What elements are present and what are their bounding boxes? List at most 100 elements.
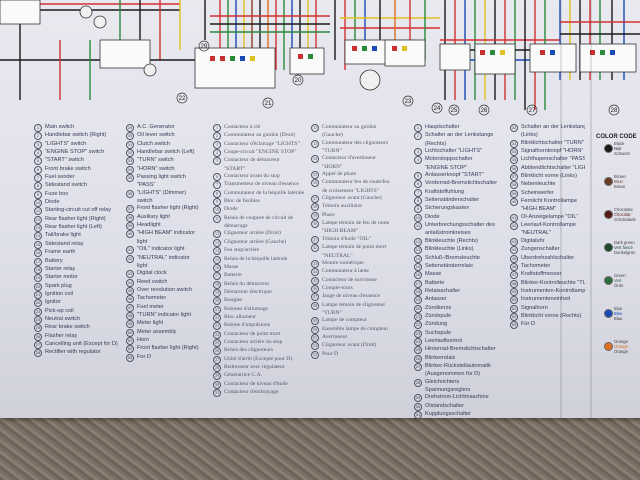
legend-item-label: Fuel meter — [137, 303, 164, 310]
legend-item-number: 45 — [126, 286, 134, 295]
legend-item-number: 48 — [510, 279, 518, 288]
legend-item-label: Seitenständerschalter — [425, 197, 480, 204]
legend-item-number: 11 — [414, 222, 422, 231]
legend-item-number: 50 — [126, 328, 134, 337]
legend-item-number: 39 — [510, 189, 518, 198]
legend-item-number: 43 — [311, 259, 319, 268]
legend-item-label: Témoin d'huile "OIL" — [322, 235, 372, 242]
color-name-line: Vert foncé — [614, 245, 633, 250]
legend-item-label: Bloc de fusibles — [224, 198, 261, 205]
legend-item-number: 24 — [213, 330, 221, 339]
component-number-circle — [402, 95, 414, 107]
component-number: 21 — [265, 101, 272, 107]
legend-item-number: 2 — [414, 132, 422, 141]
legend-item-number: 15 — [213, 255, 221, 264]
legend-item-number: 42 — [126, 254, 134, 263]
legend-item-label: Contacteur de survitesse — [322, 276, 377, 283]
color-name-line: Blue — [614, 306, 623, 311]
color-name-line: Noir — [614, 146, 622, 151]
legend-item-number: 36 — [510, 164, 518, 173]
legend-item: 34"HORN" switch — [126, 165, 226, 174]
legend-item-number: 31 — [414, 411, 422, 418]
legend-item-number: 10 — [213, 206, 221, 215]
legend-item-label: Signalhornknopf "HORN" — [521, 148, 584, 155]
legend-item-label: Compte-tours — [322, 284, 353, 291]
legend-item-label: Rear flasher light (Right) — [45, 215, 106, 222]
color-name-line: Schokolade — [614, 217, 636, 222]
legend-item-number: 11 — [213, 214, 221, 223]
legend-item-number: 29 — [126, 124, 134, 132]
legend-item-number: 25 — [414, 346, 422, 355]
legend-item-label: Front flasher light (Right) — [137, 345, 199, 352]
legend-item-label: Blinker-Rückstellautomatik — [425, 362, 491, 369]
component-number-circle — [431, 102, 443, 114]
legend-item-number: 25 — [213, 338, 221, 347]
legend-item-label: Contacteur d'avertisseur — [322, 155, 376, 162]
legend-item-label: Lichthupenschalter "PASS" — [521, 156, 585, 163]
legend-item-number: 34 — [126, 165, 134, 174]
component-number-circle — [176, 92, 188, 104]
component-number: 28 — [611, 108, 618, 114]
legend-item-label: Leerlaufkontrol — [425, 337, 463, 344]
component-number-circle — [526, 104, 538, 116]
legend-item-label: Fernlicht Kontrollampe — [521, 198, 577, 205]
legend-item-number: 29 — [213, 372, 221, 381]
color-name-line: Grün — [614, 283, 624, 288]
legend-item-label: Nebenleuchte — [521, 181, 556, 188]
legend-item-number: 10 — [414, 213, 422, 222]
legend-item-label: Leerlauf-Kontrollampe — [521, 222, 577, 229]
color-swatch — [604, 177, 613, 186]
legend-item: démarrage — [213, 223, 313, 230]
legend-item: light — [126, 239, 226, 246]
legend-item: 33"TURN" switch — [126, 157, 226, 166]
legend-item-label: Montre numérique — [322, 259, 364, 266]
legend-item-label: Starter relay — [45, 265, 76, 272]
legend-item-number: 44 — [510, 246, 518, 255]
color-name-line: Brown — [614, 174, 626, 179]
legend-item-label: Fuse box — [45, 190, 69, 197]
legend-item-label: Commutateur au guidon — [322, 124, 377, 130]
legend-item-number: 14 — [34, 232, 42, 241]
color-name-line: Vert — [614, 278, 622, 283]
legend-item-label: Redresseur avec régulateur — [224, 363, 285, 370]
legend-item-number: 42 — [311, 244, 319, 253]
legend-item-label: de croisement "LIGHTS" — [322, 187, 380, 194]
legend-item-number: 8 — [34, 182, 42, 191]
legend-item-label: Spannungsreglers — [425, 387, 471, 393]
legend-item-number: 2 — [34, 132, 42, 141]
legend-item-number: 17 — [34, 257, 42, 266]
legend-item: "NEUTRAL" — [510, 230, 585, 237]
legend-item-label: Meter light — [137, 320, 164, 327]
legend-item-label: Coupe-circuit "ENGINE STOP" — [224, 149, 297, 156]
legend-item-number: 39 — [126, 222, 134, 231]
